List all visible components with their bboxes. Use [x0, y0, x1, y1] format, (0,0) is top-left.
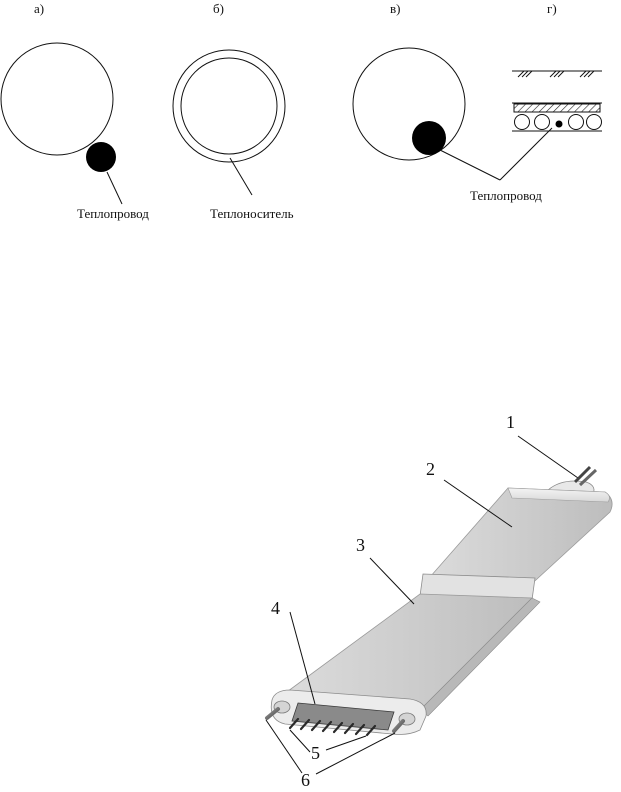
pipe-inner-circle [181, 58, 277, 154]
panel-label-g: г) [547, 1, 557, 16]
callout-line-v [440, 150, 500, 180]
heat-conductor-dot [86, 142, 116, 172]
callout-label-b: Теплоноситель [210, 206, 294, 221]
top-figure: а) б) в) г) Теплопровод Теплоноситель [1, 1, 602, 221]
callout-line-b [230, 158, 252, 195]
ground-hatch-marks [518, 71, 594, 77]
callout-label-a: Теплопровод [77, 206, 149, 221]
insulation-hatched-layer [514, 104, 600, 112]
leader-3 [370, 558, 414, 604]
callout-label-c: Теплопровод [470, 188, 542, 203]
panel-a: Теплопровод [1, 43, 149, 221]
leader-5a [290, 730, 310, 752]
callout-line-a [107, 172, 122, 204]
cable-illustration: 1 2 3 4 [266, 412, 612, 790]
heat-conductor-dot [556, 121, 563, 128]
panel-label-b: б) [213, 1, 224, 16]
pipe-circle [353, 48, 465, 160]
panel-g: Теплопровод [470, 71, 602, 203]
leader-1 [518, 436, 578, 478]
number-6: 6 [301, 770, 310, 790]
number-3: 3 [356, 535, 365, 555]
panel-label-v: в) [390, 1, 400, 16]
pipe-circle [1, 43, 113, 155]
number-4: 4 [271, 598, 280, 618]
pipe-outer-circle [173, 50, 285, 162]
panel-label-a: а) [34, 1, 44, 16]
leader-6a [266, 720, 302, 773]
panel-b: Теплоноситель [173, 50, 294, 221]
leader-5b [326, 736, 366, 750]
number-5: 5 [311, 743, 320, 763]
number-2: 2 [426, 459, 435, 479]
number-1: 1 [506, 412, 515, 432]
callout-line-g [500, 128, 552, 180]
panel-v [353, 48, 500, 180]
